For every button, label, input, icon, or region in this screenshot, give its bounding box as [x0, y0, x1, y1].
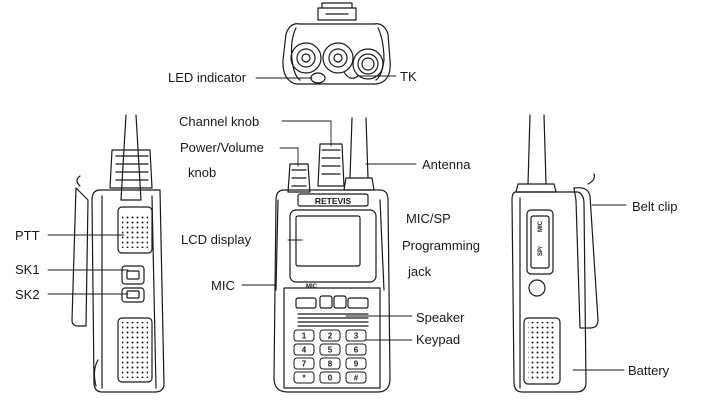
nav-key-up: [319, 295, 333, 309]
label-power-volume: Power/Volume: [180, 140, 264, 155]
keypad-key: [319, 357, 341, 370]
right-battery-grip: [523, 317, 561, 385]
nav-key-down: [333, 295, 347, 309]
label-battery: Battery: [628, 363, 670, 378]
keypad-key-label: 9: [354, 360, 359, 369]
port-marking-mic: MIC: [538, 220, 544, 232]
keypad-key: [345, 343, 367, 356]
top-view: [282, 2, 391, 85]
keypad-key-label: #: [354, 374, 359, 383]
label-led-indicator: LED indicator: [168, 70, 247, 85]
label-tk: TK: [400, 69, 417, 84]
keypad-keys: 1 2 3 4 5 6 7 8 9 * 0 #: [293, 329, 367, 384]
keypad-key: [345, 357, 367, 370]
keypad-key: [345, 371, 367, 384]
port-marking-sp: SP/: [538, 246, 544, 256]
keypad-key: [293, 329, 315, 342]
keypad-area: [283, 287, 381, 389]
label-ptt: PTT: [15, 228, 40, 243]
label-keypad: Keypad: [416, 332, 461, 347]
label-channel-knob: Channel knob: [179, 114, 260, 129]
label-mic: MIC: [211, 278, 235, 293]
label-programming: Programming: [402, 238, 481, 253]
keypad-key-label: 3: [354, 332, 359, 341]
label-antenna: Antenna: [422, 157, 471, 172]
mic-marking: MIC: [306, 284, 318, 290]
label-lcd-display: LCD display: [181, 232, 252, 247]
keypad-key-label: 5: [328, 346, 333, 355]
keypad-key-label: 4: [302, 346, 307, 355]
keypad-key-label: 2: [328, 332, 333, 341]
label-belt-clip: Belt clip: [632, 199, 678, 214]
label-jack: jack: [408, 264, 432, 279]
left-battery-grip: [117, 317, 153, 383]
lcd-screen: [295, 215, 361, 267]
top-knob-left: [290, 42, 322, 74]
label-knob: knob: [188, 165, 217, 180]
keypad-key: [319, 329, 341, 342]
keypad-key: [345, 329, 367, 342]
keypad-key: [293, 343, 315, 356]
left-grip-texture: [122, 322, 148, 378]
keypad-key-label: *: [302, 374, 306, 383]
label-mic-sp: MIC/SP: [406, 211, 451, 226]
keypad-key: [319, 343, 341, 356]
top-knob-right: [322, 42, 354, 74]
label-speaker: Speaker: [416, 310, 465, 325]
sk1-button: [121, 265, 145, 285]
leader-lines: [47, 75, 627, 371]
sk2-button: [121, 287, 145, 303]
label-sk2: SK2: [15, 287, 40, 302]
ptt-button: [117, 206, 153, 254]
programming-jack: [528, 279, 546, 297]
nav-key-1: [295, 297, 317, 309]
keypad-key: [319, 371, 341, 384]
right-side-view: [511, 114, 599, 393]
keypad-key-label: 0: [328, 374, 333, 383]
lcd-frame: [289, 209, 377, 283]
keypad-key-label: 6: [354, 346, 359, 355]
keypad-key-label: 1: [302, 332, 307, 341]
led-indicator-shape: [310, 72, 326, 84]
mic-sp-port-cover: [526, 209, 554, 275]
label-sk1: SK1: [15, 262, 40, 277]
antenna-base: [352, 48, 384, 80]
keypad-key-label: 7: [302, 360, 307, 369]
left-side-view: [71, 114, 165, 393]
keypad-key: [293, 371, 315, 384]
front-view: [273, 117, 391, 393]
brand-marking: RETEVIS: [315, 196, 352, 206]
keypad-key: [293, 357, 315, 370]
nav-key-2: [347, 297, 369, 309]
keypad-key-label: 8: [328, 360, 333, 369]
right-grip-texture: [528, 322, 556, 380]
ptt-texture: [122, 214, 148, 248]
